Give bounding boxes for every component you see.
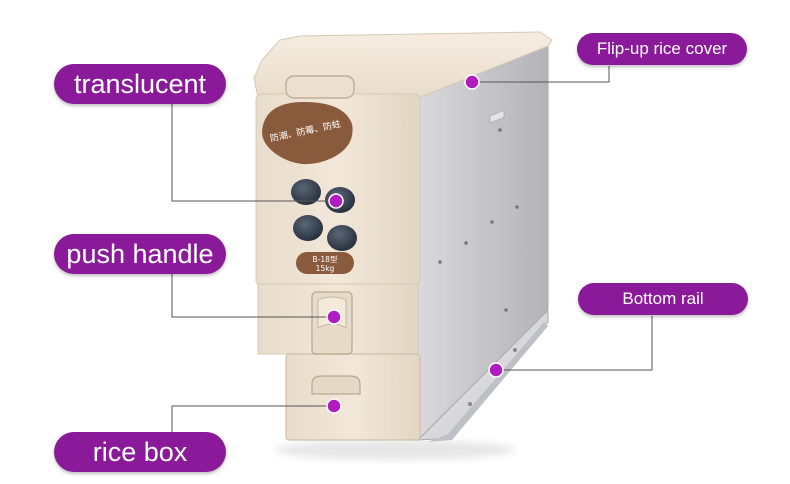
leader-lines (171, 66, 653, 432)
button-top-left (291, 179, 321, 205)
callout-flip-up-cover-label: Flip-up rice cover (596, 39, 728, 58)
marker-dots (326, 74, 504, 414)
marker-flip-up (464, 74, 480, 90)
marker-push-handle (326, 309, 342, 325)
callout-rice-box-label: rice box (92, 436, 188, 467)
drawer-pull (311, 375, 361, 395)
callout-push-handle-label: push handle (66, 238, 214, 269)
callout-translucent-label: translucent (73, 68, 207, 99)
leader-bottom-rail (496, 316, 653, 371)
side-sticker (489, 109, 505, 124)
leader-translucent (171, 104, 336, 202)
marker-rice-box (326, 398, 342, 414)
floor-shadow (275, 440, 515, 460)
leader-flip-up (472, 66, 610, 83)
callout-push-handle: push handle (54, 234, 226, 274)
weight-buttons (291, 179, 357, 251)
marker-bottom-rail (488, 362, 504, 378)
marker-translucent (328, 193, 344, 209)
rice-drawer (285, 353, 421, 441)
button-bottom-right (327, 225, 357, 251)
button-bottom-left (293, 215, 323, 241)
leader-push-handle (171, 274, 334, 318)
side-rivets (438, 128, 519, 312)
callout-translucent: translucent (54, 64, 226, 104)
brand-oval-label (262, 102, 353, 165)
leader-rice-box (171, 405, 334, 432)
model-line-1: B-18型 (313, 255, 338, 264)
callout-bottom-rail: Bottom rail (578, 283, 748, 315)
model-plate (296, 252, 354, 274)
model-line-2: 15kg (316, 264, 335, 273)
lid-handle-slot (285, 75, 355, 99)
callout-rice-box: rice box (54, 432, 226, 472)
callout-bottom-rail-label: Bottom rail (622, 289, 704, 308)
callout-flip-up-cover: Flip-up rice cover (577, 33, 747, 65)
